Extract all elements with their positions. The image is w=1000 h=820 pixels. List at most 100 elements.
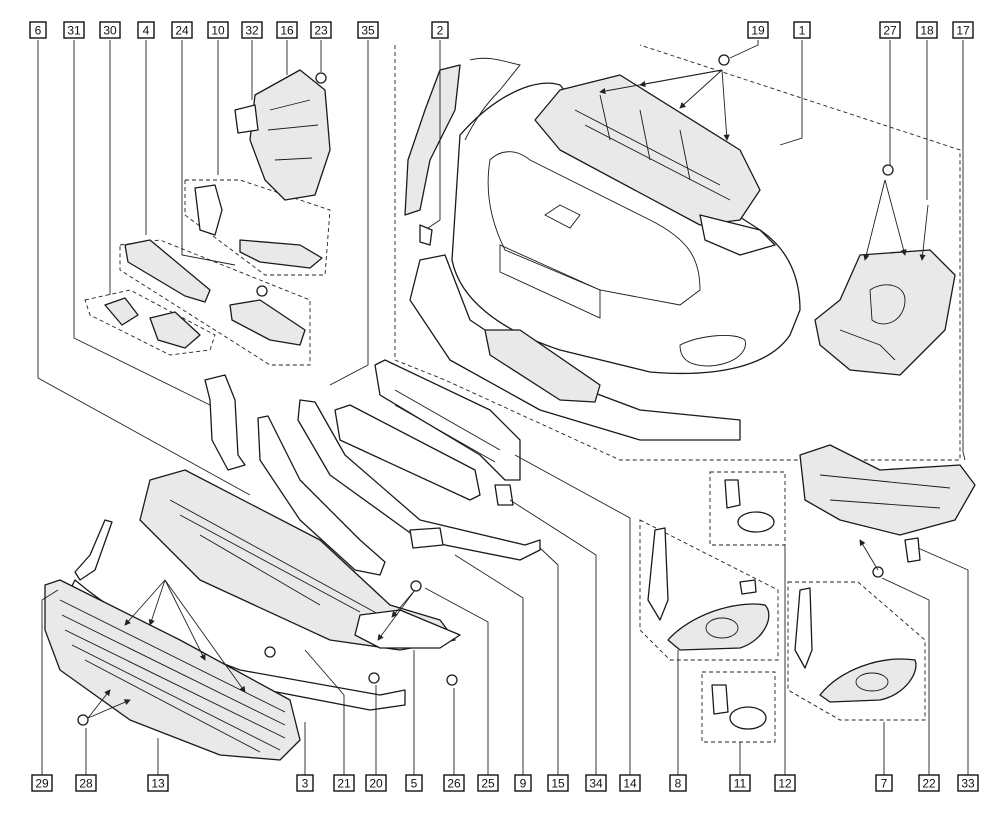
- svg-text:19: 19: [751, 24, 765, 38]
- callout-35: 35: [357, 21, 379, 39]
- callout-22: 22: [918, 774, 940, 792]
- svg-text:26: 26: [447, 777, 461, 791]
- callout-3: 3: [296, 774, 314, 792]
- callout-13: 13: [147, 774, 169, 792]
- callout-21: 21: [333, 774, 355, 792]
- callout-6: 6: [29, 21, 47, 39]
- svg-text:1: 1: [799, 24, 806, 38]
- svg-text:10: 10: [211, 24, 225, 38]
- callout-29: 29: [31, 774, 53, 792]
- callout-9: 9: [514, 774, 532, 792]
- vertical-bracket-31: [204, 374, 246, 471]
- fog-lamp-surround-7: [794, 587, 917, 703]
- svg-text:11: 11: [734, 777, 747, 791]
- fasteners: [264, 54, 894, 686]
- svg-text:14: 14: [623, 777, 637, 791]
- leader-lines: [37, 40, 969, 775]
- svg-text:15: 15: [551, 777, 565, 791]
- fog-lamp-ring-12: [724, 479, 775, 533]
- callout-31: 31: [63, 21, 85, 39]
- svg-text:6: 6: [35, 24, 42, 38]
- lower-panel-5: [354, 609, 461, 649]
- svg-text:9: 9: [520, 777, 527, 791]
- bracket-pair-10: [194, 184, 323, 297]
- group-outlines: [84, 44, 961, 743]
- svg-text:28: 28: [79, 777, 93, 791]
- svg-text:8: 8: [675, 777, 682, 791]
- callout-4: 4: [137, 21, 155, 39]
- callout-26: 26: [443, 774, 465, 792]
- svg-text:21: 21: [337, 777, 351, 791]
- svg-text:32: 32: [245, 24, 259, 38]
- callout-7: 7: [875, 774, 893, 792]
- svg-text:17: 17: [956, 24, 970, 38]
- top-callouts: 6 31 30 4 24 10 32 16 23 35 2 19 1 27 18…: [29, 21, 974, 39]
- svg-text:25: 25: [481, 777, 495, 791]
- svg-text:16: 16: [280, 24, 294, 38]
- callout-30: 30: [99, 21, 121, 39]
- callout-8: 8: [669, 774, 687, 792]
- svg-text:20: 20: [369, 777, 383, 791]
- svg-text:13: 13: [151, 777, 165, 791]
- callout-11: 11: [729, 774, 751, 792]
- callout-32: 32: [241, 21, 263, 39]
- svg-text:31: 31: [67, 24, 81, 38]
- undertray-3: [139, 469, 456, 651]
- svg-text:3: 3: [302, 777, 309, 791]
- front-bumper-shell: [451, 57, 801, 375]
- callout-15: 15: [547, 774, 569, 792]
- svg-text:2: 2: [437, 24, 444, 38]
- clip-pair-30: [104, 297, 201, 349]
- svg-text:18: 18: [920, 24, 934, 38]
- callout-5: 5: [405, 774, 423, 792]
- upper-carrier-frame: [534, 74, 776, 256]
- fog-lamp-surround-8: [647, 527, 770, 651]
- bottom-callouts: 29 28 13 3 21 20 5 26 25 9 15 34 14 8 11…: [31, 774, 979, 792]
- svg-text:12: 12: [778, 777, 792, 791]
- svg-text:22: 22: [922, 777, 936, 791]
- callout-19: 19: [747, 21, 769, 39]
- callout-28: 28: [75, 774, 97, 792]
- callout-34: 34: [585, 774, 607, 792]
- svg-text:7: 7: [881, 777, 888, 791]
- lower-grille-13: [44, 579, 301, 761]
- callout-25: 25: [477, 774, 499, 792]
- callout-10: 10: [207, 21, 229, 39]
- callout-27: 27: [879, 21, 901, 39]
- lower-right-bracket-assembly: [799, 444, 976, 578]
- svg-text:27: 27: [883, 24, 897, 38]
- svg-text:29: 29: [35, 777, 49, 791]
- side-trim-29: [74, 519, 113, 581]
- fastener-arrows: [87, 69, 929, 719]
- svg-text:4: 4: [143, 24, 150, 38]
- side-bracket-strip-2: [404, 64, 461, 246]
- svg-text:5: 5: [411, 777, 418, 791]
- svg-text:33: 33: [961, 777, 975, 791]
- callout-33: 33: [957, 774, 979, 792]
- grille-frame-35: [374, 359, 521, 481]
- svg-text:23: 23: [314, 24, 328, 38]
- lower-bumper-lip-14: [409, 254, 741, 441]
- bracket-34: [334, 404, 514, 506]
- callout-23: 23: [310, 21, 332, 39]
- thin-strip-9: [257, 415, 386, 576]
- svg-text:35: 35: [361, 24, 375, 38]
- svg-text:24: 24: [175, 24, 189, 38]
- callout-2: 2: [431, 21, 449, 39]
- callout-14: 14: [619, 774, 641, 792]
- callout-24: 24: [171, 21, 193, 39]
- callout-17: 17: [952, 21, 974, 39]
- right-bracket-assembly-17: [814, 249, 956, 376]
- callout-12: 12: [774, 774, 796, 792]
- svg-text:30: 30: [103, 24, 117, 38]
- svg-text:34: 34: [589, 777, 603, 791]
- callout-18: 18: [916, 21, 938, 39]
- strip-15: [297, 399, 541, 561]
- callout-1: 1: [793, 21, 811, 39]
- callout-16: 16: [276, 21, 298, 39]
- center-bracket-16: [234, 69, 331, 201]
- callout-20: 20: [365, 774, 387, 792]
- bracket-strip-4: [124, 239, 306, 346]
- fog-lamp-ring-11: [711, 684, 767, 730]
